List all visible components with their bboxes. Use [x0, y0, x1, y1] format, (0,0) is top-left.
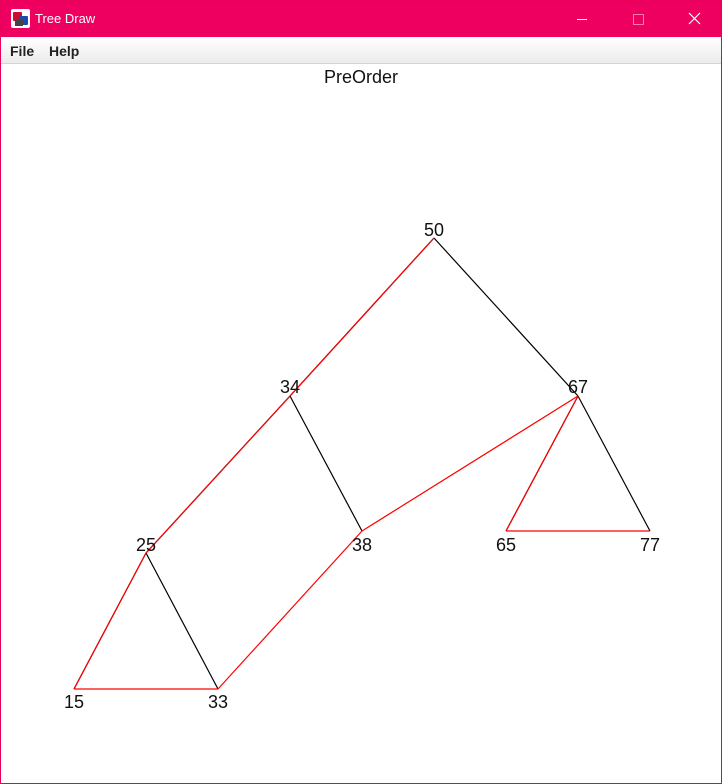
- maximize-icon: [633, 14, 644, 25]
- node-label-65: 65: [496, 535, 516, 555]
- tree-edge-n34-n38: [289, 395, 363, 532]
- tree-edges: [73, 237, 651, 690]
- node-label-34: 34: [280, 377, 300, 397]
- traversal-title: PreOrder: [323, 67, 399, 87]
- menu-bar: File Help: [1, 37, 721, 64]
- maximize-button[interactable]: [610, 1, 666, 37]
- node-labels: 50 34 67 25 38 65 77 15 33: [64, 220, 660, 712]
- node-label-15: 15: [64, 692, 84, 712]
- tree-canvas: PreOrder: [1, 64, 721, 783]
- menu-help[interactable]: Help: [49, 43, 80, 59]
- traversal-step-n34-n25: [145, 395, 291, 554]
- title-bar[interactable]: Tree Draw: [1, 1, 721, 37]
- traversal-step-n67-n65: [505, 395, 579, 532]
- tree-edge-n50-n67: [433, 237, 579, 397]
- minimize-icon: [577, 19, 587, 20]
- node-label-77: 77: [640, 535, 660, 555]
- tree-edge-n25-n33: [145, 552, 219, 690]
- traversal-step-n25-n15: [73, 552, 147, 690]
- close-button[interactable]: [666, 1, 722, 37]
- traversal-step-n33-n38: [217, 530, 363, 690]
- tree-diagram: 50 34 67 25 38 65 77 15 33: [64, 220, 660, 712]
- tree-edge-n67-n77: [577, 395, 651, 532]
- traversal-step-n38-n67: [361, 395, 579, 532]
- node-label-25: 25: [136, 535, 156, 555]
- node-label-50: 50: [424, 220, 444, 240]
- window-title: Tree Draw: [35, 11, 96, 26]
- node-label-67: 67: [568, 377, 588, 397]
- close-icon: [688, 12, 701, 25]
- node-label-33: 33: [208, 692, 228, 712]
- java-app-icon: [11, 9, 30, 28]
- traversal-step-n50-n34: [289, 237, 435, 397]
- minimize-button[interactable]: [554, 1, 610, 37]
- node-label-38: 38: [352, 535, 372, 555]
- menu-file[interactable]: File: [10, 43, 35, 59]
- traversal-path: [73, 237, 650, 690]
